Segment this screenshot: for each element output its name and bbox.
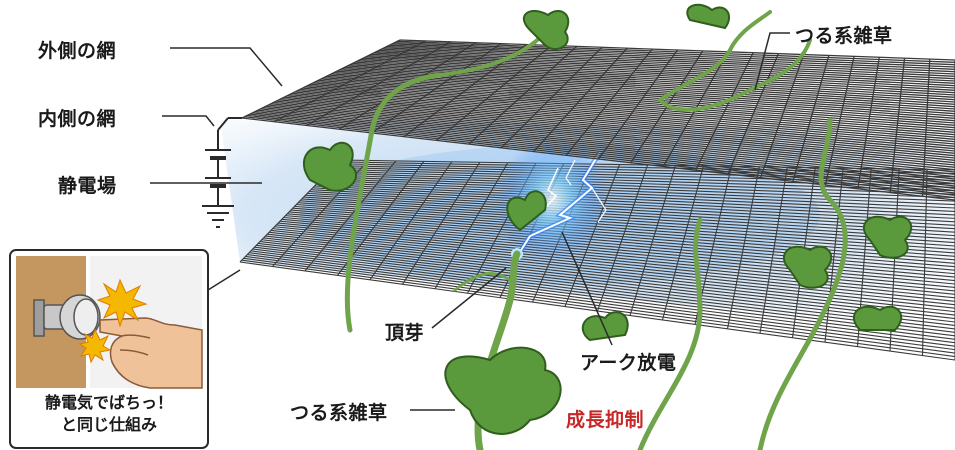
mesh-wire (824, 56, 855, 186)
inset-illustration (9, 249, 241, 449)
vine-leaves (303, 3, 913, 435)
mesh-wire (727, 53, 780, 175)
label-arc-discharge: アーク放電 (580, 352, 677, 374)
mesh-wire (759, 167, 788, 334)
mesh-wire (565, 48, 653, 156)
mesh-wire (792, 55, 830, 182)
inner-net-mesh (239, 159, 955, 361)
mesh-wire (402, 161, 481, 285)
hand-icon (99, 317, 203, 389)
mesh-wire (921, 169, 928, 356)
mesh-wire (759, 54, 805, 178)
label-inner-net: 内側の網 (38, 108, 117, 130)
inset-caption-line2: と同じ仕組み (60, 415, 157, 434)
mesh-wire (921, 59, 931, 197)
door-knob-icon (33, 294, 101, 340)
mesh-wire (306, 41, 451, 127)
label-vine-weed-top: つる系雑草 (795, 25, 893, 47)
label-apical-bud: 頂芽 (385, 322, 425, 344)
leader-lines (150, 32, 790, 411)
inset-caption-line1: 静電気でばちっ！ (44, 393, 173, 412)
mesh-wire (596, 164, 649, 312)
label-growth-suppression: 成長抑制 (566, 409, 645, 431)
label-outer-net: 外側の網 (38, 40, 117, 62)
mesh-wire (695, 52, 754, 171)
mesh-wire (533, 47, 628, 152)
mesh-wire (434, 162, 509, 290)
mesh-wire (500, 46, 603, 149)
inset-caption: 静電気でばちっ！ と同じ仕組み (12, 392, 206, 436)
arc-discharge-spark (497, 138, 607, 262)
mesh-wire (436, 44, 552, 141)
mesh-wire (304, 160, 397, 272)
mesh-wire (726, 166, 760, 329)
mesh-wire (371, 43, 502, 134)
battery-symbol-icon (205, 117, 242, 206)
mesh-wire (597, 49, 679, 160)
mesh-wire (857, 57, 880, 189)
ground-symbol-icon (202, 205, 234, 228)
mesh-wire (369, 161, 453, 281)
mesh-wire (274, 40, 426, 123)
label-electrostatic-field: 静電場 (58, 175, 117, 197)
mesh-wire (889, 58, 906, 193)
mesh-wire (468, 45, 578, 145)
mesh-wire (661, 165, 704, 321)
mesh-wire (824, 168, 844, 343)
mesh-wire (629, 165, 676, 316)
mesh-wire (241, 39, 401, 119)
label-vine-weed-bottom: つる系雑草 (290, 402, 388, 424)
spark-burst-icon (78, 278, 148, 364)
